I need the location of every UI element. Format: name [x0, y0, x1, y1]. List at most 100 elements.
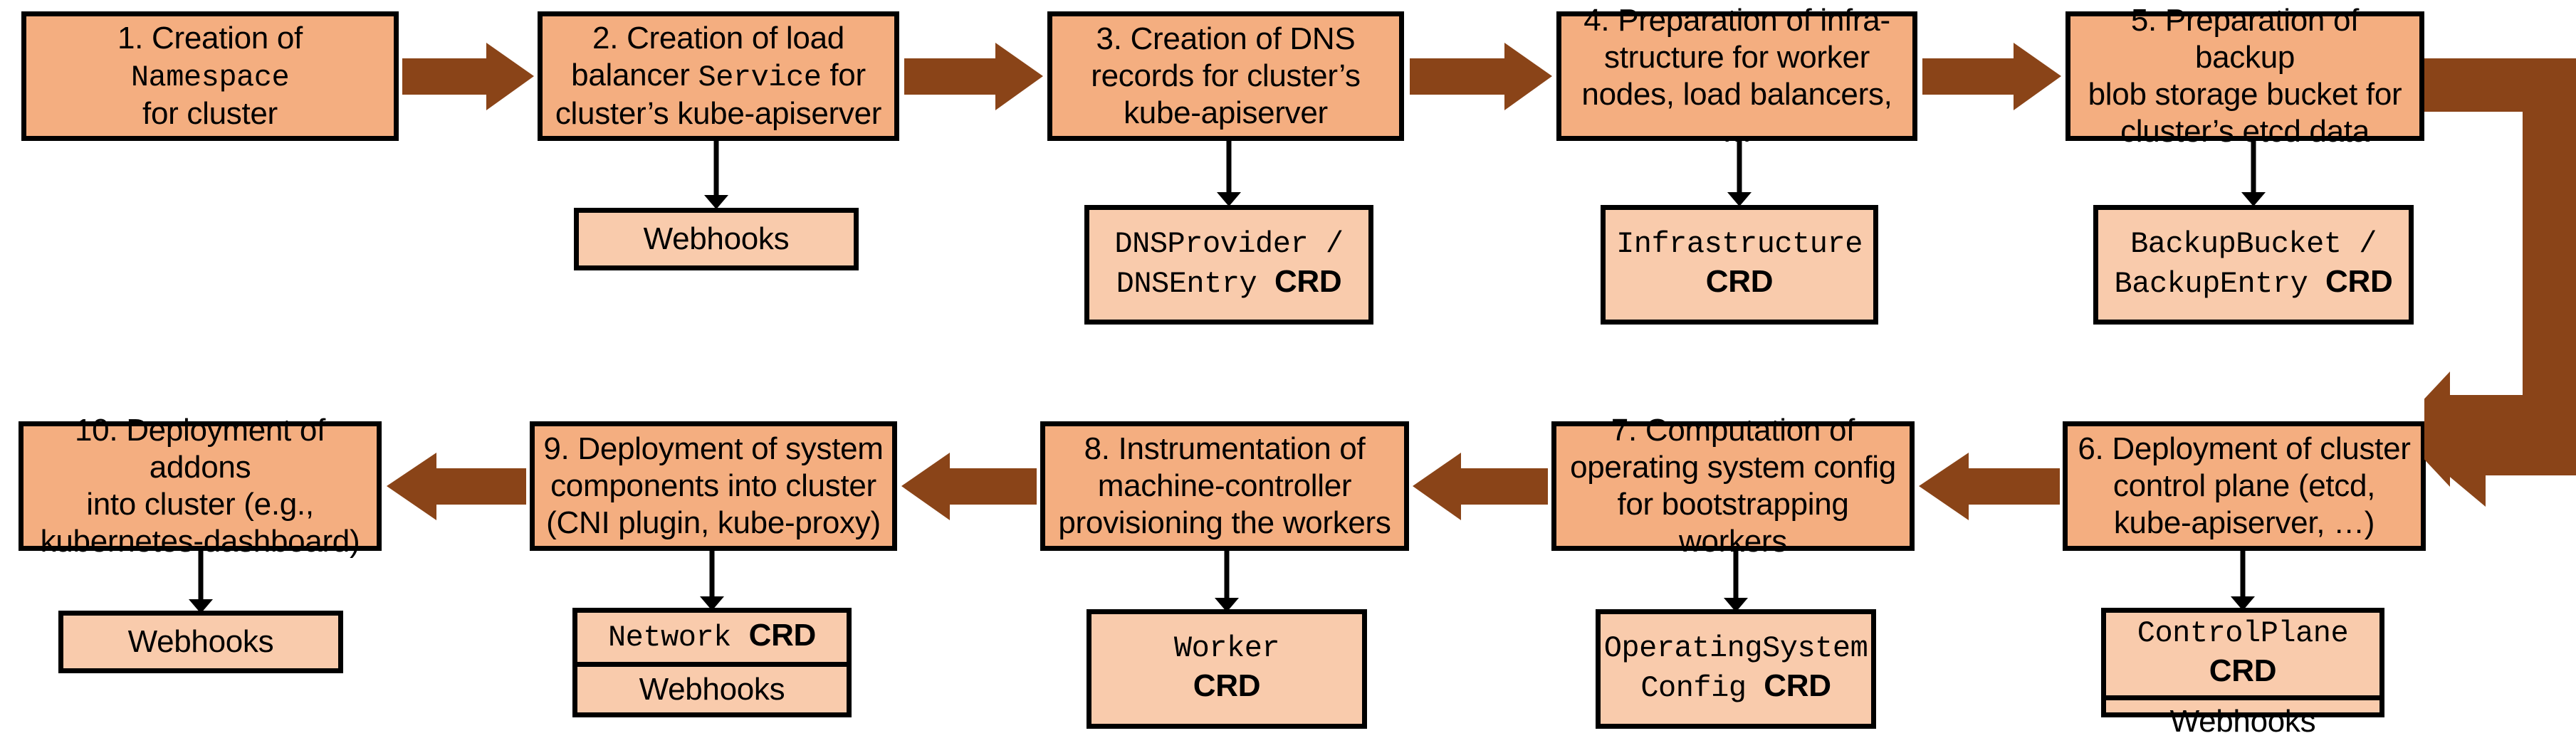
- flow-arrow-3-4: [1410, 43, 1552, 110]
- artifact-6-cell-1: Webhooks: [2106, 695, 2379, 743]
- text-line: Webhooks: [644, 221, 790, 258]
- text-run: kube-apiserver: [1124, 95, 1328, 130]
- text-line: 8. Instrumentation of: [1058, 431, 1391, 468]
- text-run: Webhooks: [2169, 703, 2316, 739]
- artifact-3-text-0: DNSProvider /DNSEntry CRD: [1114, 226, 1344, 303]
- text-line: 10. Deployment of addons: [31, 412, 370, 486]
- text-run: Infrastructure: [1616, 227, 1863, 262]
- text-run: CRD: [748, 618, 817, 653]
- text-line: Infrastructure: [1616, 226, 1863, 263]
- text-line: Webhooks: [2170, 703, 2316, 740]
- text-run: for bootstrapping workers: [1617, 487, 1849, 559]
- text-run: Webhooks: [643, 221, 790, 257]
- artifact-box-6[interactable]: ControlPlane CRD Webhooks: [2101, 608, 2384, 739]
- artifact-6-cell-0: ControlPlane CRD: [2106, 613, 2379, 695]
- text-run: cluster’s kube-apiserver: [555, 96, 882, 132]
- artifact-2-cell-0: Webhooks: [579, 213, 854, 265]
- text-run: Service: [698, 60, 822, 95]
- text-line: operating system config: [1564, 449, 1902, 486]
- text-line: 5. Preparation of backup: [2078, 2, 2412, 76]
- artifact-box-5[interactable]: BackupBucket /BackupEntry CRD: [2093, 205, 2414, 325]
- text-line: CRD: [1174, 668, 1279, 707]
- text-line: CRD: [1616, 263, 1863, 303]
- text-run: DNSEntry: [1116, 267, 1274, 301]
- artifact-9-text-1: Webhooks: [639, 671, 785, 708]
- text-line: Network CRD: [608, 617, 816, 657]
- text-run: into cluster (e.g.,: [86, 487, 314, 522]
- flow-arrow-9-10: [387, 453, 526, 520]
- text-line: into cluster (e.g.,: [31, 486, 370, 523]
- text-line: (CNI plugin, kube-proxy): [543, 505, 883, 542]
- step-box-4[interactable]: 4. Preparation of infra-structure for wo…: [1556, 3, 1917, 149]
- text-run: BackupEntry: [2114, 267, 2325, 301]
- text-run: structure for worker: [1604, 40, 1870, 75]
- text-line: DNSEntry CRD: [1114, 263, 1343, 303]
- text-run: cluster’s etcd data: [2120, 113, 2370, 149]
- text-line: 1. Creation of: [117, 20, 303, 57]
- text-run: CRD: [1705, 264, 1774, 299]
- artifact-5-cell-0: BackupBucket /BackupEntry CRD: [2098, 210, 2409, 320]
- text-run: 4. Preparation of infra-: [1583, 3, 1890, 38]
- text-run: ControlPlane: [2137, 616, 2349, 650]
- text-line: ControlPlane CRD: [2112, 616, 2374, 692]
- flow-arrow-6-7: [1919, 453, 2060, 520]
- artifact-box-2[interactable]: Webhooks: [574, 208, 859, 270]
- text-run: CRD: [1764, 668, 1831, 703]
- text-line: nodes, load balancers, …: [1569, 76, 1905, 150]
- text-run: CRD: [1274, 264, 1342, 299]
- artifact-box-10[interactable]: Webhooks: [58, 611, 343, 673]
- text-line: balancer Service for: [555, 57, 881, 96]
- text-run: blob storage bucket for: [2088, 77, 2402, 112]
- flow-arrow-5-6: [2424, 58, 2576, 507]
- flow-arrow-2-3: [904, 43, 1043, 110]
- text-run: Webhooks: [639, 671, 785, 707]
- text-line: cluster’s kube-apiserver: [555, 95, 882, 132]
- artifact-link-2: [704, 139, 728, 209]
- artifact-5-text-0: BackupBucket /BackupEntry CRD: [2115, 226, 2393, 303]
- artifact-box-9[interactable]: Network CRD Webhooks: [572, 608, 852, 717]
- text-line: BackupEntry CRD: [2115, 263, 2393, 303]
- text-line: blob storage bucket for: [2078, 76, 2412, 113]
- text-run: components into cluster: [550, 468, 876, 504]
- artifact-9-cell-1: Webhooks: [577, 661, 847, 713]
- text-run: (CNI plugin, kube-proxy): [546, 505, 881, 540]
- text-run: records for cluster’s: [1091, 58, 1361, 94]
- text-run: kube-apiserver, …): [2113, 505, 2375, 540]
- text-run: 10. Deployment of addons: [75, 413, 325, 485]
- text-line: cluster’s etcd data: [2078, 113, 2412, 150]
- step-4-text: 4. Preparation of infra-structure for wo…: [1569, 2, 1905, 150]
- text-line: for cluster: [117, 95, 303, 132]
- text-line: OperatingSystem: [1604, 631, 1868, 668]
- text-line: Webhooks: [639, 671, 785, 708]
- text-run: BackupBucket /: [2130, 227, 2377, 262]
- text-line: components into cluster: [543, 468, 883, 505]
- text-line: BackupBucket /: [2115, 226, 2393, 263]
- text-line: Namespace: [117, 57, 303, 96]
- text-run: OperatingSystem: [1603, 631, 1868, 666]
- artifact-9-cell-0: Network CRD: [577, 613, 847, 662]
- artifact-link-7: [1724, 549, 1748, 612]
- text-run: 2. Creation of load: [592, 20, 844, 56]
- text-line: Webhooks: [128, 623, 274, 660]
- artifact-box-3[interactable]: DNSProvider /DNSEntry CRD: [1084, 205, 1373, 325]
- text-line: structure for worker: [1569, 39, 1905, 76]
